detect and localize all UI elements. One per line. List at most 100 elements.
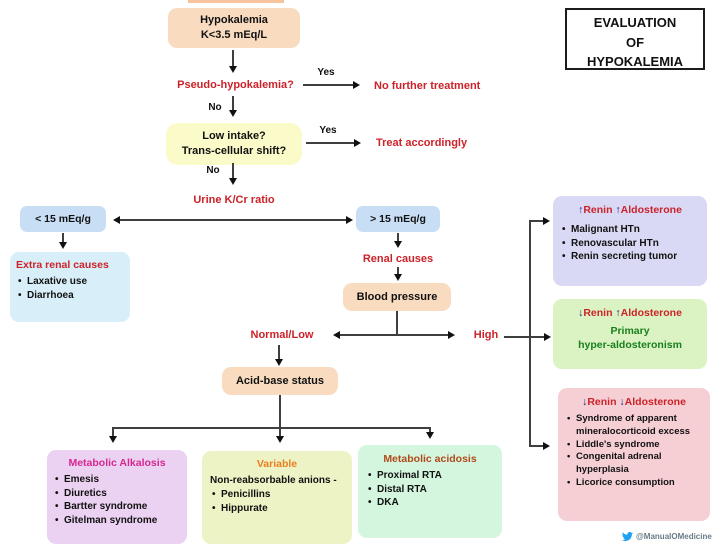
list-item: Syndrome of apparent mineralocorticoid e…	[565, 413, 703, 439]
extra-renal-title: Extra renal causes	[16, 259, 109, 271]
aldosterone-arrow-icon: ↑	[615, 204, 621, 216]
arrowhead-down	[276, 436, 284, 443]
list-item: Emesis	[53, 473, 181, 487]
aldosterone-arrow-icon: ↑	[615, 307, 621, 319]
arrowhead-down	[275, 359, 283, 366]
connector	[529, 220, 545, 222]
renin-aldosterone-header: ↓Renin ↑Aldosterone	[560, 307, 700, 319]
no-further-treatment-label: No further treatment	[374, 80, 481, 92]
start-node-hypokalemia: Hypokalemia K<3.5 mEq/L	[168, 8, 300, 48]
variable-title: Variable	[256, 458, 298, 470]
page-title-line: HYPOKALEMIA	[586, 54, 684, 69]
metabolic-alkalosis-title: Metabolic Alkalosis	[68, 457, 166, 469]
cropped-box-edge	[188, 0, 284, 3]
connector	[232, 163, 234, 180]
connector	[232, 96, 234, 112]
connector	[397, 233, 399, 243]
page-title-line: OF	[625, 34, 645, 50]
metabolic-acidosis-box: Metabolic acidosis Proximal RTA Distal R…	[358, 445, 502, 538]
connector	[62, 233, 64, 244]
variable-list: Penicillins Hippurate	[210, 488, 344, 515]
aldosterone-arrow-icon: ↓	[619, 396, 625, 408]
extra-renal-list: Laxative use Diarrhoea	[16, 275, 124, 302]
connector	[112, 427, 431, 429]
arrowhead-right	[353, 81, 360, 89]
renin-down-aldo-down-box: ↓Renin ↓Aldosterone Syndrome of apparent…	[558, 388, 710, 521]
page-title-line: EVALUATION	[593, 15, 677, 30]
arrowhead-down	[426, 432, 434, 439]
list-item: Congenital adrenal hyperplasia	[565, 451, 703, 477]
connector	[120, 219, 348, 221]
arrowhead-down	[229, 178, 237, 185]
start-node-line2: K<3.5 mEq/L	[200, 29, 268, 41]
renin-down-aldo-up-box: ↓Renin ↑Aldosterone Primary hyper-aldost…	[553, 299, 707, 369]
connector	[279, 395, 281, 429]
twitter-bird-icon	[622, 531, 633, 542]
renin-down-aldo-down-list: Syndrome of apparent mineralocorticoid e…	[565, 413, 703, 490]
twitter-handle: @ManualOMedicine	[636, 532, 712, 541]
list-item: Diuretics	[53, 487, 181, 501]
no-label: No	[206, 165, 220, 176]
list-item: Renovascular HTn	[560, 237, 700, 251]
list-item: Penicillins	[210, 488, 344, 502]
intake-node-line1: Low intake?	[202, 130, 266, 143]
pseudo-hypokalemia-label: Pseudo-hypokalemia?	[177, 79, 294, 91]
credit-footer: @ManualOMedicine	[622, 531, 712, 542]
blood-pressure-node: Blood pressure	[343, 283, 451, 311]
connector	[303, 84, 355, 86]
arrowhead-right	[448, 331, 455, 339]
renin-word: Renin	[583, 204, 613, 216]
connector	[529, 221, 531, 447]
arrowhead-right	[346, 216, 353, 224]
page-title: EVALUATION OF HYPOKALEMIA	[565, 8, 705, 70]
list-item: Malignant HTn	[560, 223, 700, 237]
arrowhead-right	[544, 333, 551, 341]
connector	[340, 334, 450, 336]
metabolic-alkalosis-box: Metabolic Alkalosis Emesis Diuretics Bar…	[47, 450, 187, 544]
renin-aldosterone-header: ↑Renin ↑Aldosterone	[560, 204, 700, 216]
renin-arrow-icon: ↑	[578, 204, 584, 216]
intake-node-line2: Trans-cellular shift?	[181, 145, 287, 157]
start-node-line1: Hypokalemia	[200, 14, 268, 27]
list-item: Gitelman syndrome	[53, 514, 181, 528]
intake-shift-node: Low intake? Trans-cellular shift?	[166, 123, 302, 165]
arrowhead-left	[333, 331, 340, 339]
variable-subtitle: Non-reabsorbable anions -	[210, 475, 337, 486]
aldosterone-word: Aldosterone	[620, 204, 682, 216]
list-item: Renin secreting tumor	[560, 250, 700, 264]
arrowhead-down	[109, 436, 117, 443]
connector	[232, 50, 234, 68]
list-item: Diarrhoea	[16, 289, 124, 303]
arrowhead-left	[113, 216, 120, 224]
treat-accordingly-label: Treat accordingly	[376, 137, 468, 149]
list-item: DKA	[366, 496, 494, 510]
arrowhead-down	[59, 242, 67, 249]
aldosterone-word: Aldosterone	[624, 396, 686, 408]
primary-line2: hyper-aldosteronism	[578, 339, 682, 352]
arrowhead-down	[394, 241, 402, 248]
yes-label: Yes	[317, 67, 335, 78]
metabolic-acidosis-title: Metabolic acidosis	[383, 453, 477, 465]
metabolic-acidosis-list: Proximal RTA Distal RTA DKA	[366, 469, 494, 510]
list-item: Proximal RTA	[366, 469, 494, 483]
renin-up-aldo-up-list: Malignant HTn Renovascular HTn Renin sec…	[560, 223, 700, 264]
connector	[306, 142, 356, 144]
variable-box: Variable Non-reabsorbable anions - Penic…	[202, 451, 352, 544]
list-item: Laxative use	[16, 275, 124, 289]
list-item: Liddle's syndrome	[565, 439, 703, 452]
arrowhead-right	[543, 442, 550, 450]
connector	[397, 267, 399, 276]
lt15-node: < 15 mEq/g	[20, 206, 106, 232]
renin-word: Renin	[587, 396, 617, 408]
extra-renal-causes-box: Extra renal causes Laxative use Diarrhoe…	[10, 252, 130, 322]
renin-aldosterone-header: ↓Renin ↓Aldosterone	[565, 396, 703, 408]
list-item: Bartter syndrome	[53, 500, 181, 514]
primary-line1: Primary	[610, 325, 650, 337]
connector	[396, 311, 398, 335]
acid-base-node: Acid-base status	[222, 367, 338, 395]
arrowhead-down	[229, 110, 237, 117]
high-label: High	[473, 329, 499, 341]
arrowhead-down	[394, 274, 402, 281]
primary-hyperaldosteronism-label: Primary hyper-aldosteronism	[560, 324, 700, 352]
